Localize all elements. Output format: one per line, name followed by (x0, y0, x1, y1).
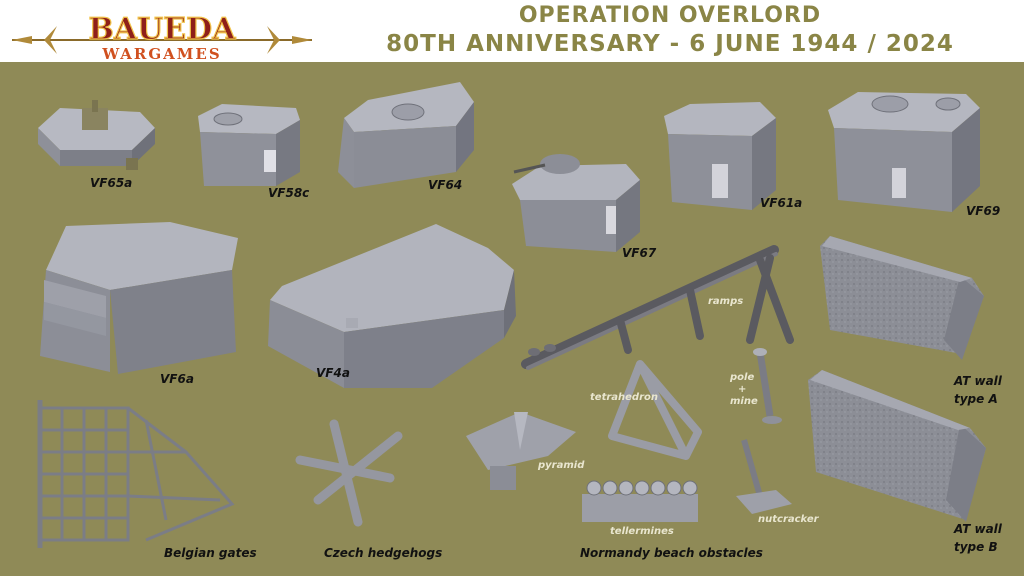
label-vf67: VF67 (622, 246, 657, 260)
bunker-vf67 (512, 154, 640, 252)
label-at-wall-b-line1: AT wall (954, 522, 1002, 536)
tetrahedron (608, 360, 702, 460)
nutcracker (736, 439, 792, 514)
bunker-vf65a (38, 100, 155, 170)
label-tellermines: tellermines (610, 526, 674, 537)
logo-subtext: WARGAMES (101, 45, 221, 62)
czech-hedgehogs (295, 419, 403, 527)
pyramid (466, 412, 576, 490)
label-pyramid: pyramid (538, 460, 585, 471)
baueda-logo: BAUEDA WARGAMES (12, 11, 312, 62)
title-line-1: OPERATION OVERLORD (518, 3, 822, 28)
label-vf69: VF69 (966, 204, 1001, 218)
label-mine: mine (730, 396, 758, 407)
label-at-wall-a-line1: AT wall (954, 374, 1002, 388)
bunker-vf6a (40, 222, 238, 374)
label-vf64: VF64 (428, 178, 463, 192)
bunker-vf4a (268, 224, 516, 388)
label-at-wall-a-line2: type A (954, 392, 998, 406)
label-tetrahedron: tetrahedron (590, 392, 659, 403)
label-plus: + (738, 384, 747, 395)
label-belgian-gates: Belgian gates (164, 546, 257, 560)
label-nutcracker: nutcracker (758, 514, 819, 525)
label-czech-hedgehogs: Czech hedgehogs (324, 546, 443, 560)
label-vf6a: VF6a (160, 372, 194, 386)
logo-text: BAUEDA (89, 12, 237, 47)
bunker-vf58c (198, 104, 300, 186)
label-pole: pole (730, 372, 755, 383)
label-vf58c: VF58c (268, 186, 310, 200)
pole-mine (753, 348, 782, 424)
belgian-gates (37, 400, 235, 548)
label-vf65a: VF65a (90, 176, 133, 190)
bunker-vf61a (664, 102, 776, 210)
label-vf61a: VF61a (760, 196, 803, 210)
ramps (521, 245, 794, 370)
at-wall-type-a (820, 236, 984, 360)
label-ramps: ramps (708, 296, 744, 307)
label-vf4a: VF4a (316, 366, 350, 380)
label-normandy-obstacles: Normandy beach obstacles (580, 546, 763, 560)
tellermines (582, 480, 698, 522)
header-bar (0, 0, 1024, 62)
bunker-vf64 (338, 82, 474, 188)
at-wall-type-b (808, 370, 986, 522)
title-line-2: 80TH ANNIVERSARY - 6 JUNE 1944 / 2024 (386, 31, 954, 57)
bunker-vf69 (828, 92, 980, 212)
label-at-wall-b-line2: type B (954, 540, 998, 554)
